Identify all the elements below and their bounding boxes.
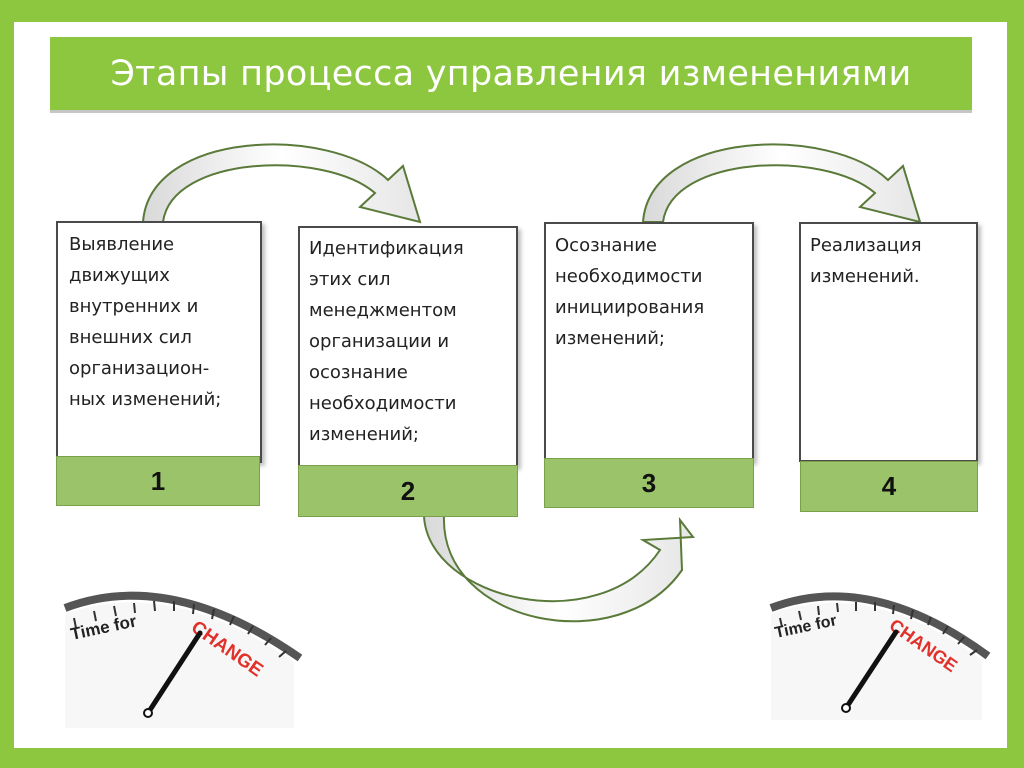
step-3-number-block: 3 — [544, 458, 754, 508]
step-2-text: Идентификация этих сил менеджментом орга… — [309, 238, 464, 445]
step-1-number-block: 1 — [56, 456, 260, 506]
clock-left-hand-tip — [143, 708, 153, 718]
step-1-number: 1 — [150, 465, 166, 496]
step-1-text: Выявление движущих внутренних и внешних … — [69, 234, 222, 410]
step-4-box — [799, 222, 978, 462]
clock-left-rim — [63, 591, 303, 662]
clock-right-hand-tip — [841, 703, 851, 713]
step-3-number: 3 — [641, 467, 657, 498]
clock-right-rim — [769, 592, 991, 660]
clock-right-ticks — [779, 602, 978, 656]
step-1-box — [56, 221, 262, 463]
arrow-step1-to-step2 — [141, 143, 422, 224]
step-4-number-block: 4 — [800, 461, 978, 512]
step-2-number-block: 2 — [298, 465, 518, 517]
step-2-box — [298, 226, 518, 467]
clock-right-hand — [843, 629, 899, 711]
step-3-text: Осознание необходимости инициирования из… — [555, 235, 705, 349]
arrow-step2-to-step3 — [422, 515, 695, 623]
step-4-text: Реализация изменений. — [810, 235, 922, 287]
clock-left-image: Time for CHANGE — [63, 591, 303, 728]
step-4-number: 4 — [881, 471, 897, 501]
step-2-number: 2 — [400, 475, 416, 506]
arrow-step3-to-step4 — [641, 143, 922, 224]
slide-title: Этапы процесса управления изменениями — [110, 53, 912, 94]
step-3-box — [544, 222, 754, 462]
clock-left-ticks — [73, 600, 287, 658]
clock-right-image: Time for CHANGE — [769, 592, 991, 720]
clock-left-hand — [145, 630, 203, 716]
title-bar: Этапы процесса управления изменениями — [50, 37, 972, 113]
